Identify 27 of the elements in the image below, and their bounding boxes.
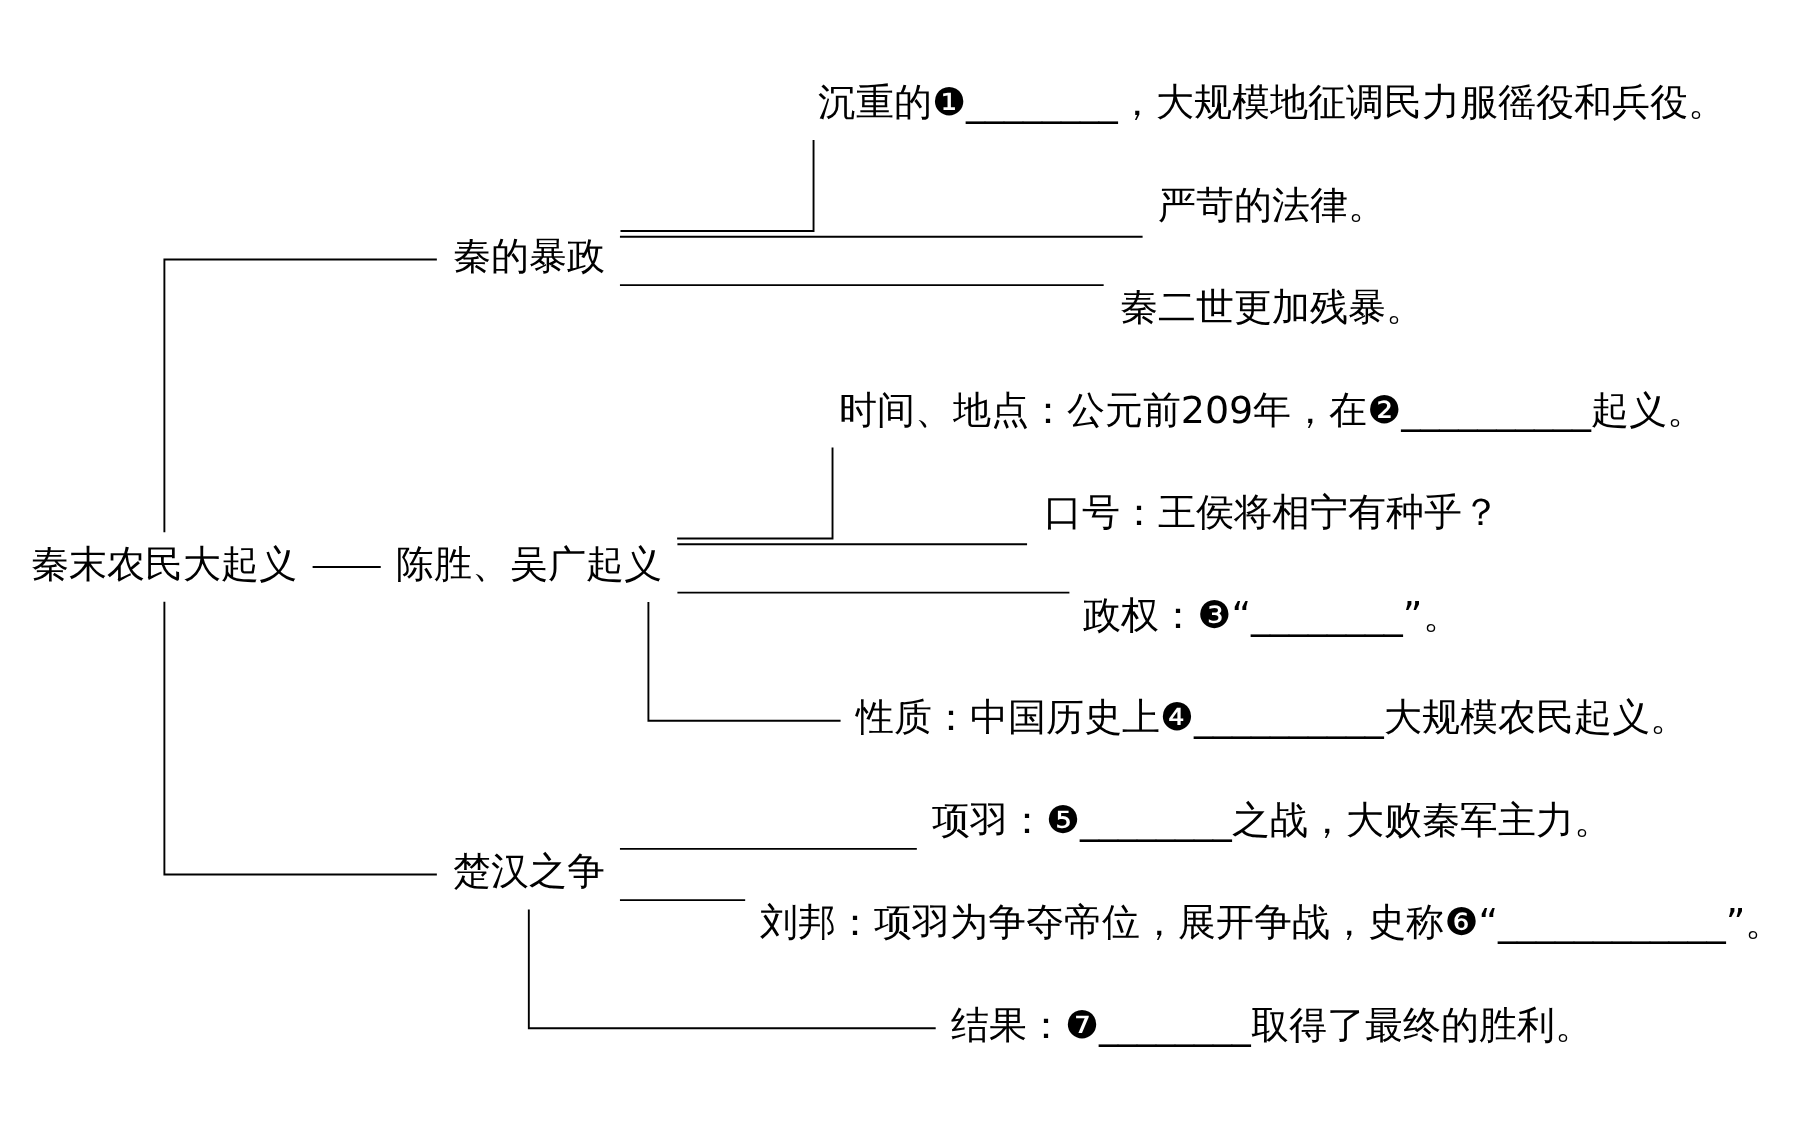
connector [619,139,815,232]
node-text: 口号：王侯将相宁有种乎？ [1043,490,1500,535]
node-text: 时间、地点：公元前209年，在❷__________起义。 [838,387,1706,432]
connector [619,284,1105,287]
connector [163,600,438,876]
node-text: 楚汉之争 [452,848,605,893]
node-text: 结果：❼________取得了最终的胜利。 [951,1002,1593,1047]
connector [619,847,918,850]
connector [527,908,937,1030]
connector [163,258,438,534]
node-text: 刘邦：项羽为争夺帝位，展开争战，史称❻“____________”。 [760,900,1784,945]
connector [619,899,747,902]
node-text: 项羽：❺________之战，大败秦军主力。 [932,797,1612,842]
node-text: 秦二世更加残暴。 [1119,285,1424,330]
node-text: 秦的暴政 [452,234,605,278]
node-text: 政权：❸“________”。 [1083,592,1461,637]
node-text: 严苛的法律。 [1157,182,1386,227]
node-text: 性质：中国历史上❹__________大规模农民起义。 [856,695,1688,740]
connector [619,235,1144,238]
connector [311,566,382,568]
node-text: 秦末农民大起义 [31,541,298,586]
connector [647,600,842,722]
connector [676,591,1071,594]
node-text: 沉重的❶________，大规模地征调民力服徭役和兵役。 [818,80,1726,125]
node-text: 陈胜、吴广起义 [395,541,662,586]
connector [676,543,1028,546]
connector [676,446,834,540]
